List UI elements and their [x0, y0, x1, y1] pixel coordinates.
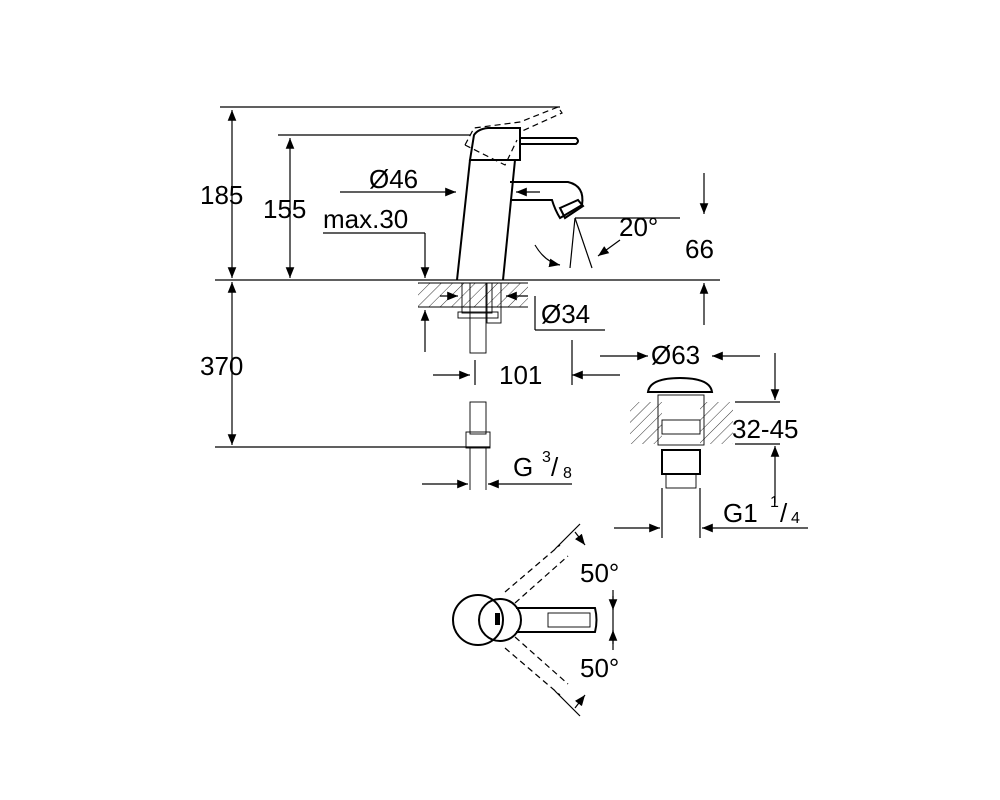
- waste-tail: [665, 473, 697, 489]
- label-32-45: 32-45: [732, 414, 799, 444]
- label-diameter-63: Ø63: [651, 340, 700, 370]
- label-g: G: [513, 452, 533, 482]
- label-66: 66: [685, 234, 714, 264]
- faucet-top-view: 50° 50°: [452, 523, 619, 717]
- faucet-side-view: Ø46 max.30 185 155 20° 66: [200, 106, 720, 490]
- spout: [510, 181, 584, 220]
- swing-up-1: [504, 544, 561, 593]
- angle-ray-2: [574, 217, 593, 269]
- basin-hatch-right: [700, 402, 733, 444]
- ext-angle-down: [554, 690, 581, 717]
- label-diameter-34: Ø34: [541, 299, 590, 329]
- label-370: 370: [200, 351, 243, 381]
- angle-down-arrow-2: [574, 694, 586, 709]
- waste-body: [657, 394, 705, 446]
- label-g1-den: 4: [791, 510, 800, 527]
- swing-down-1: [504, 647, 561, 696]
- label-185: 185: [200, 180, 243, 210]
- deck-hatch: [418, 283, 528, 307]
- mount-nut: [457, 311, 499, 319]
- ext-angle-up: [554, 523, 581, 550]
- supply-hose-lower: [469, 401, 487, 435]
- top-lever-slot: [547, 612, 591, 628]
- label-50deg-down: 50°: [580, 653, 619, 683]
- label-g-slash: /: [551, 452, 559, 482]
- angle-ray-1: [569, 217, 576, 269]
- lever-raised-dashed-body: [464, 139, 518, 166]
- angle-up-arrow-1: [574, 531, 586, 546]
- swing-up-2: [514, 555, 569, 604]
- lever-raised-dashed: [464, 106, 563, 146]
- label-g-den: 8: [563, 465, 572, 482]
- aerator: [558, 198, 585, 220]
- angle-arc-left: [534, 244, 561, 268]
- label-g1-slash: /: [780, 498, 788, 528]
- top-indicator: [495, 613, 500, 625]
- label-101: 101: [499, 360, 542, 390]
- lever-base: [468, 127, 521, 161]
- label-155: 155: [263, 194, 306, 224]
- label-50deg-up: 50°: [580, 558, 619, 588]
- mount-rod: [486, 282, 502, 324]
- hose-nut: [465, 431, 491, 449]
- label-20deg: 20°: [619, 212, 658, 242]
- top-body-circle: [452, 594, 504, 646]
- label-diameter-46: Ø46: [369, 164, 418, 194]
- label-g1: G1: [723, 498, 758, 528]
- waste-tailpiece-nut: [661, 449, 701, 475]
- waste-nut: [661, 419, 701, 435]
- basin-hatch-left: [630, 402, 662, 444]
- top-cartridge-circle: [478, 598, 522, 642]
- faucet-body: [456, 159, 517, 281]
- label-g-num: 3: [542, 449, 551, 466]
- angle-arrow-right: [597, 239, 621, 257]
- waste-cap: [646, 376, 714, 393]
- waste-assembly: Ø63 32-45 G1 1 / 4: [600, 340, 808, 538]
- top-lever: [516, 607, 598, 633]
- label-max30: max.30: [323, 204, 408, 234]
- lever: [520, 137, 579, 145]
- label-g1-num: 1: [770, 494, 779, 511]
- swing-down-2: [514, 636, 569, 685]
